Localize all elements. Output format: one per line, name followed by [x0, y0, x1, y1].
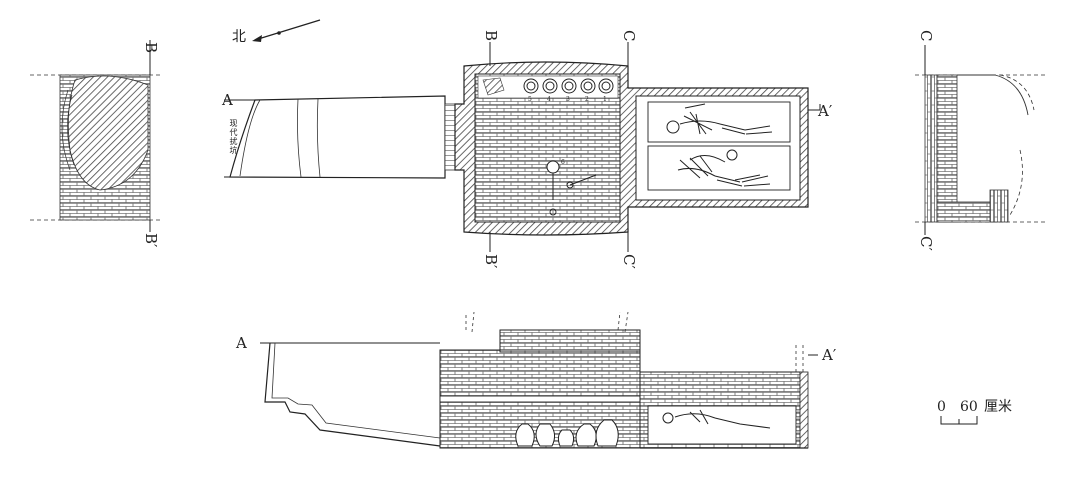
b-section-elevation	[30, 40, 160, 232]
modern-pit-label: 现代扰坑	[229, 119, 238, 155]
a-profile-left-label: A	[236, 334, 247, 352]
b-cut-bottom-label: B′	[482, 254, 500, 269]
c-section-bottom-label: C′	[917, 236, 935, 251]
vessel-number-2: 2	[585, 96, 589, 103]
scale-bar	[940, 416, 978, 425]
c-cut-top-label: C	[620, 30, 638, 42]
a-section-left-label: A	[222, 91, 233, 109]
c-cut-bottom-label: C′	[620, 254, 638, 269]
vessel-number-3: 3	[566, 96, 570, 103]
north-label: 北	[232, 29, 246, 45]
vessel-number-5: 5	[528, 96, 532, 103]
b-section-bottom-label: B′	[142, 233, 160, 248]
b-cut-top-label: B	[482, 30, 500, 42]
a-profile-right-label: A′	[822, 346, 837, 364]
b-section-top-label: B	[142, 42, 160, 54]
vessel-number-4: 4	[547, 96, 551, 103]
c-section-elevation	[915, 45, 1048, 235]
scale-unit: 厘米	[984, 399, 1012, 415]
a-section-elevation	[260, 311, 818, 449]
object-number-6: 6	[561, 159, 565, 166]
vessel-number-1: 1	[603, 96, 607, 103]
c-section-top-label: C	[917, 30, 935, 42]
scale-start: 0	[937, 399, 946, 415]
north-arrow	[252, 19, 321, 42]
tomb-plan	[224, 42, 821, 252]
a-section-right-label: A′	[818, 102, 833, 120]
scale-end: 60	[960, 399, 978, 415]
